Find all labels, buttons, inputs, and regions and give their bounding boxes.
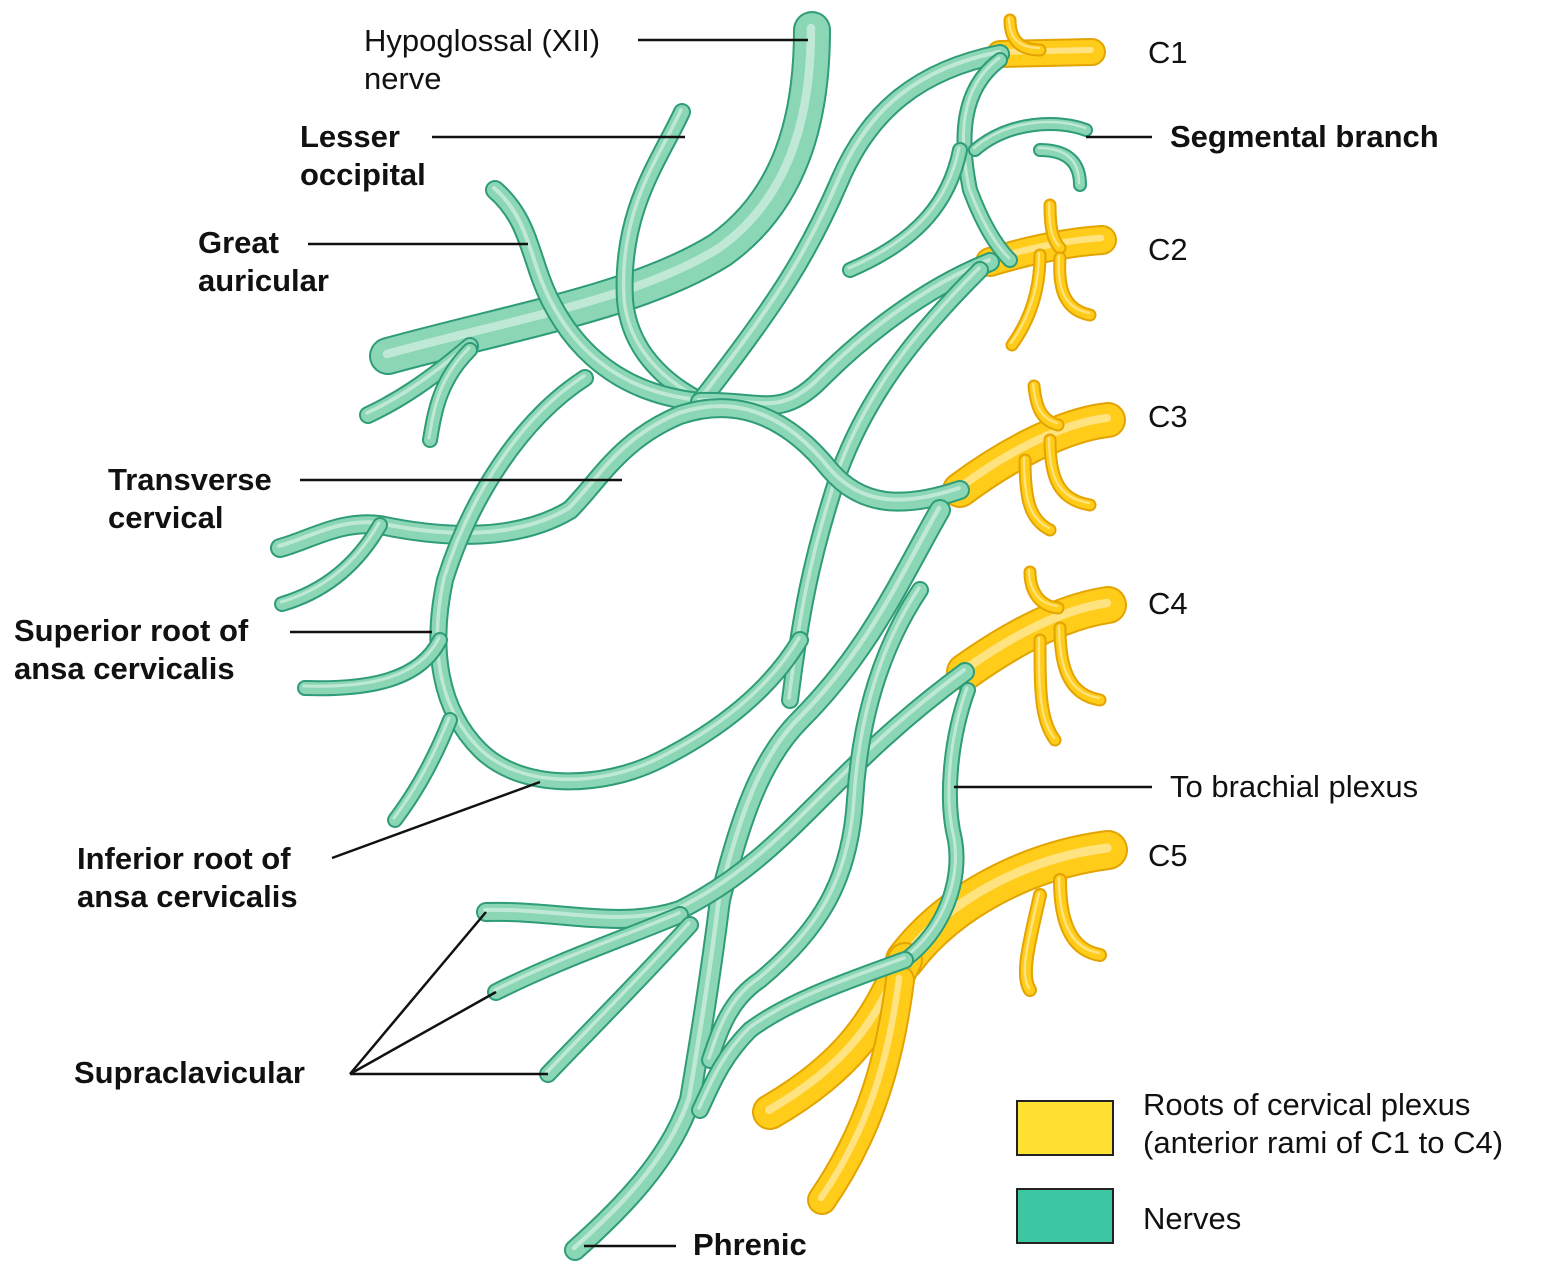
root-c5-twig-2 (1025, 893, 1040, 990)
label-lesser-occipital-line1: Lesser (300, 118, 426, 156)
label-segmental-branch: Segmental branch (1170, 118, 1439, 156)
leader-inferior-root (332, 782, 540, 858)
label-inferior-root: Inferior root of ansa cervicalis (77, 840, 298, 916)
legend-swatch-nerves (1016, 1188, 1114, 1244)
label-superior-root-line1: Superior root of (14, 612, 248, 650)
legend-label-nerves: Nerves (1143, 1200, 1241, 1238)
root-c4-twig-3 (1039, 638, 1055, 740)
label-great-auricular-line1: Great (198, 224, 329, 262)
nerve-c4-main (485, 670, 965, 919)
legend-label-roots: Roots of cervical plexus (anterior rami … (1143, 1086, 1503, 1162)
nerve-c1-loop (963, 58, 1010, 260)
label-root-c3: C3 (1148, 398, 1188, 436)
label-great-auricular-line2: auricular (198, 262, 329, 300)
label-phrenic: Phrenic (693, 1226, 807, 1264)
label-to-brachial-plexus: To brachial plexus (1170, 768, 1418, 806)
nerve-c3-down (574, 508, 940, 1250)
nerve-c1-branch-left (849, 148, 960, 270)
legend-label-roots-line1: Roots of cervical plexus (1143, 1086, 1503, 1124)
label-root-c5: C5 (1148, 837, 1188, 875)
label-transverse-cervical: Transverse cervical (108, 461, 272, 537)
label-transverse-cervical-line2: cervical (108, 499, 272, 537)
root-c3 (959, 418, 1108, 490)
legend-label-roots-line2: (anterior rami of C1 to C4) (1143, 1124, 1503, 1162)
nerve-ansa-branch-2 (394, 718, 450, 820)
label-supraclavicular: Supraclavicular (74, 1054, 305, 1092)
label-hypoglossal-line1: Hypoglossal (XII) (364, 22, 600, 60)
label-superior-root-line2: ansa cervicalis (14, 650, 248, 688)
nerves-layer (279, 28, 1086, 1250)
label-inferior-root-line2: ansa cervicalis (77, 878, 298, 916)
root-c2-twig-3 (1059, 256, 1090, 315)
legend-swatch-roots (1016, 1100, 1114, 1156)
label-root-c4: C4 (1148, 585, 1188, 623)
nerve-superior-root (437, 376, 800, 781)
nerve-segmental-branch (974, 122, 1086, 185)
leader-supraclavicular-2 (350, 992, 496, 1074)
leader-supraclavicular-1 (350, 912, 486, 1074)
root-c2-twig-1 (1049, 203, 1060, 248)
label-root-c1: C1 (1148, 34, 1188, 72)
label-root-c2: C2 (1148, 231, 1188, 269)
root-c4-twig-2 (1059, 626, 1100, 700)
root-c3-twig-1 (1033, 384, 1058, 425)
label-great-auricular: Great auricular (198, 224, 329, 300)
label-hypoglossal: Hypoglossal (XII) nerve (364, 22, 600, 98)
root-c1-twig (1009, 18, 1040, 50)
nerve-ansa-branch-1 (304, 638, 440, 688)
label-lesser-occipital: Lesser occipital (300, 118, 426, 194)
label-hypoglossal-line2: nerve (364, 60, 600, 98)
root-c4-twig-1 (1029, 570, 1058, 608)
label-lesser-occipital-line2: occipital (300, 156, 426, 194)
label-inferior-root-line1: Inferior root of (77, 840, 298, 878)
label-superior-root: Superior root of ansa cervicalis (14, 612, 248, 688)
label-transverse-cervical-line1: Transverse (108, 461, 272, 499)
root-c5-twig-1 (1059, 878, 1100, 955)
